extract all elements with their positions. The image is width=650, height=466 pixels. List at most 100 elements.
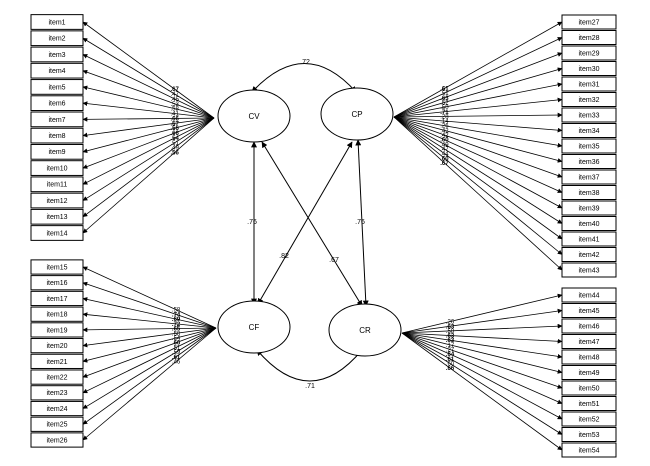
loading-value-item52: .61: [446, 357, 455, 363]
loading-value-item53: .60: [446, 361, 455, 367]
item-box-item34: [561, 123, 617, 138]
loading-arrow-item44: [401, 293, 563, 334]
latent-cp-label: CP: [351, 110, 362, 119]
item-label-item37: item37: [578, 174, 599, 181]
loading-value-item39: .49: [440, 142, 449, 148]
item-box-item12: [30, 192, 84, 209]
item-label-item28: item28: [578, 35, 599, 42]
loading-value-item2: .47: [171, 92, 180, 98]
item-box-item7: [30, 111, 84, 128]
loading-arrow-item1: [82, 21, 215, 119]
item-box-item43: [561, 262, 617, 278]
item-box-item9: [30, 143, 84, 160]
item-box-item1: [30, 14, 84, 30]
loading-value-item34: .14: [440, 119, 449, 125]
item-box-item39: [561, 200, 617, 216]
item-box-item41: [561, 231, 617, 247]
item-label-item3: item3: [48, 52, 65, 59]
item-label-item42: item42: [578, 252, 599, 259]
loading-value-item41: .44: [440, 152, 449, 158]
loading-value-item30: .52: [440, 100, 449, 106]
loading-arrow-item8: [82, 117, 215, 138]
item-box-item44: [561, 287, 617, 303]
item-label-item46: item46: [578, 323, 599, 330]
corr-arrow-cp-cf: [257, 141, 353, 305]
loading-arrow-item41: [393, 116, 563, 240]
item-label-item23: item23: [46, 390, 67, 397]
item-box-item36: [561, 154, 617, 169]
item-box-item8: [30, 127, 84, 144]
loading-arrow-item34: [393, 116, 563, 133]
corr-label-cp-cf: .82: [279, 253, 289, 260]
loading-value-item40: .47: [440, 147, 449, 153]
item-label-item20: item20: [46, 343, 67, 350]
item-label-item41: item41: [578, 236, 599, 243]
loading-value-item46: .58: [446, 329, 455, 335]
loading-arrow-item33: [393, 112, 563, 118]
loading-arrow-item47: [401, 332, 563, 344]
item-box-item23: [30, 385, 84, 401]
latent-cf: CF: [217, 300, 291, 354]
loading-arrow-item30: [393, 67, 563, 118]
item-label-item48: item48: [578, 354, 599, 361]
loading-value-item31: .50: [440, 105, 449, 111]
item-label-item36: item36: [578, 159, 599, 166]
loading-value-item16: .74: [172, 312, 181, 318]
item-label-item14: item14: [46, 230, 67, 237]
loading-arrow-item2: [82, 37, 215, 119]
item-label-item1: item1: [48, 19, 65, 26]
loading-value-item43: .67: [440, 161, 449, 167]
loading-arrow-item11: [82, 117, 215, 185]
loading-value-item42: .60: [440, 156, 449, 162]
item-label-item27: item27: [578, 19, 599, 26]
loading-value-item8: .57: [171, 121, 180, 127]
loading-value-item54: .66: [446, 366, 455, 372]
loading-value-item21: .54: [172, 336, 181, 342]
item-label-item52: item52: [578, 416, 599, 423]
loading-arrow-item52: [401, 332, 563, 420]
item-box-item28: [561, 30, 617, 45]
latent-cp: CP: [320, 87, 394, 141]
loading-value-item15: .58: [172, 308, 181, 314]
item-label-item2: item2: [48, 36, 65, 43]
item-box-item51: [561, 396, 617, 411]
item-box-item48: [561, 349, 617, 365]
loading-arrow-item13: [82, 117, 215, 218]
loading-value-item26: .46: [172, 360, 181, 366]
item-label-item34: item34: [578, 128, 599, 135]
corr-label-cf-cr: .71: [305, 383, 315, 390]
item-box-item46: [561, 318, 617, 334]
loading-value-item36: .42: [440, 128, 449, 134]
latent-cr-label: CR: [359, 326, 371, 335]
item-label-item4: item4: [48, 68, 65, 75]
loading-arrow-item15: [82, 266, 217, 329]
loading-value-item23: .51: [172, 345, 181, 351]
item-label-item45: item45: [578, 308, 599, 315]
loading-value-item51: .64: [446, 352, 455, 358]
item-box-item11: [30, 176, 84, 193]
item-box-item10: [30, 160, 84, 176]
item-box-item52: [561, 411, 617, 427]
loading-value-item22: .66: [172, 341, 181, 347]
item-box-item20: [30, 338, 84, 354]
latent-cv: CV: [217, 89, 291, 143]
loading-arrow-item42: [393, 116, 563, 255]
loading-arrow-item46: [401, 323, 563, 334]
item-label-item33: item33: [578, 112, 599, 119]
item-label-item32: item32: [578, 97, 599, 104]
item-box-item13: [30, 208, 84, 225]
loading-arrow-item9: [82, 117, 215, 154]
item-label-item26: item26: [46, 437, 67, 444]
item-label-item13: item13: [46, 214, 67, 221]
item-box-item5: [30, 79, 84, 95]
item-label-item31: item31: [578, 81, 599, 88]
loading-value-item27: .61: [440, 87, 449, 93]
loading-arrow-item29: [393, 52, 563, 118]
corr-label-cv-cf: .76: [247, 219, 257, 226]
factor-correlations: .72 .71 .76 .76 .67 .82: [247, 59, 369, 390]
loading-arrow-item35: [393, 116, 563, 148]
item-box-item19: [30, 322, 84, 338]
item-box-item47: [561, 334, 617, 349]
item-label-item49: item49: [578, 370, 599, 377]
